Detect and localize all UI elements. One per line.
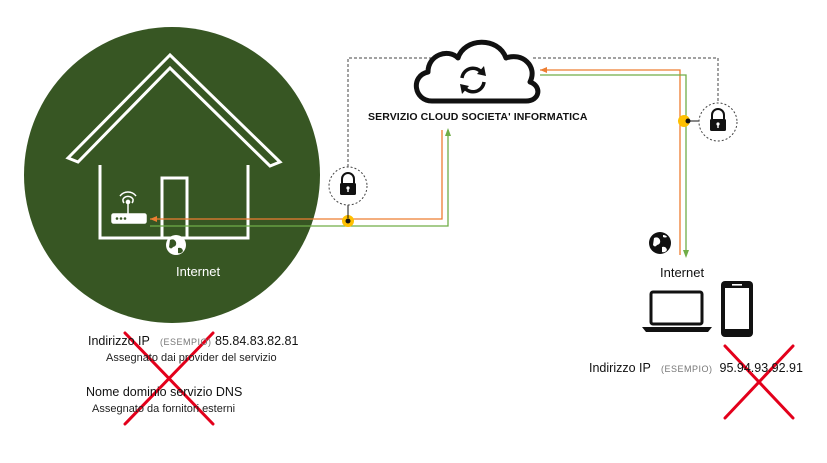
junction-remote — [678, 115, 690, 127]
orange-line — [150, 69, 681, 255]
router-icon — [111, 191, 147, 224]
cloud-service-label: SERVIZIO CLOUD SOCIETA' INFORMATICA — [368, 111, 588, 123]
green-line — [150, 74, 687, 255]
globe-icon — [166, 235, 186, 255]
remote-ip-value: 95.94.93.92.91 — [719, 361, 803, 375]
remote-ip-label: Indirizzo IP — [589, 361, 651, 375]
lock-icon — [328, 166, 368, 206]
remote-internet-label: Internet — [660, 265, 705, 280]
home-ip-example: (ESEMPIO) — [160, 337, 212, 347]
dashed-links — [347, 57, 719, 167]
home-dns-label: Nome dominio servizio DNS — [86, 385, 243, 399]
home-ip-value: 85.84.83.82.81 — [215, 334, 299, 348]
home-circle — [24, 27, 320, 323]
cloud-sync-icon — [414, 39, 541, 104]
remote-ip-example: (ESEMPIO) — [661, 364, 713, 374]
cross-mark-icon — [123, 331, 215, 426]
remote-ip-line: Indirizzo IP (ESEMPIO) 95.94.93.92.91 — [589, 361, 803, 375]
globe-icon — [649, 232, 671, 254]
phone-icon — [721, 281, 753, 337]
home-internet-label: Internet — [176, 264, 221, 279]
cross-mark-icon — [723, 344, 795, 420]
arrow-heads — [150, 67, 689, 258]
home-ip-label: Indirizzo IP — [88, 334, 150, 348]
lock-icon — [698, 102, 738, 142]
home-ip-note: Assegnato dai provider del servizio — [106, 352, 277, 364]
home-dns-note: Assegnato da fornitori esterni — [92, 403, 236, 415]
laptop-icon — [642, 290, 712, 332]
home-ip-line: Indirizzo IP (ESEMPIO) 85.84.83.82.81 — [88, 334, 298, 348]
